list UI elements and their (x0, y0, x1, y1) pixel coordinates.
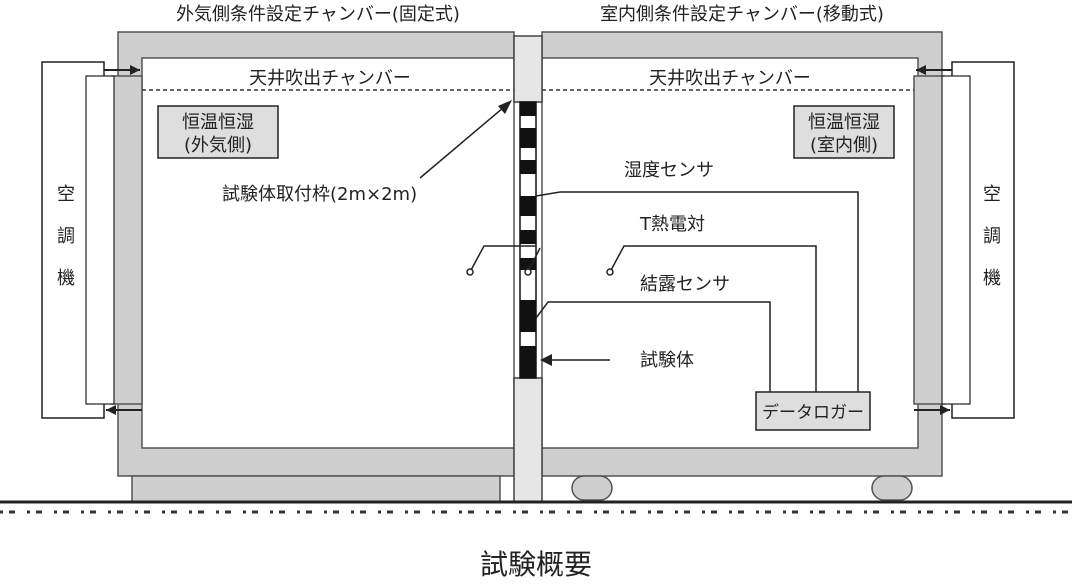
specimen-label: 試験体 (640, 350, 694, 371)
indoor-aircon-char-2: 調 (983, 226, 1001, 247)
indoor-aircon-char-1: 空 (983, 184, 1001, 205)
specimen-leader-arrowhead (540, 354, 552, 366)
frame-lower-post (513, 377, 543, 503)
outdoor-supply-arrowhead (130, 65, 140, 75)
outdoor-aircon-duct (111, 75, 143, 405)
thermocouple-point-outdoor (466, 268, 474, 276)
indoor-constant-box-line1: 恒温恒湿 (808, 112, 880, 133)
thermocouple-wire-indoor (609, 245, 817, 392)
thermocouple-point-specimen (524, 268, 532, 276)
outdoor-chamber-title: 外気側条件設定チャンバー(固定式) (176, 4, 460, 25)
outdoor-aircon-inner (85, 75, 115, 405)
diagram-title: 試験概要 (480, 548, 592, 581)
ground (0, 500, 1072, 514)
indoor-wheel-left (571, 475, 613, 501)
frame-upper-post (513, 35, 543, 103)
specimen-segments (520, 102, 536, 378)
outdoor-chamber-base (131, 475, 501, 503)
specimen-frame (513, 35, 543, 503)
humidity-sensor-wire (535, 191, 859, 392)
outdoor-constant-box-line1: 恒温恒湿 (182, 112, 254, 133)
indoor-ceiling-label: 天井吹出チャンバー (649, 68, 811, 89)
indoor-aircon-inner (941, 75, 971, 405)
data-logger-box (755, 391, 871, 431)
indoor-supply-arrowhead (916, 65, 926, 75)
outdoor-constant-box (157, 105, 279, 159)
outdoor-aircon-char-1: 空 (57, 184, 75, 205)
thermocouple-point-indoor (606, 268, 614, 276)
indoor-chamber (541, 31, 1015, 501)
outdoor-aircon-char-2: 調 (57, 226, 75, 247)
humidity-sensor-label: 湿度センサ (624, 160, 714, 181)
outdoor-constant-box-line2: (外気側) (184, 135, 252, 156)
frame-leader-line (419, 101, 511, 179)
frame-leader-arrowhead (498, 100, 512, 114)
thermocouple-wire-specimen (527, 247, 541, 273)
outdoor-chamber-wall (117, 31, 515, 477)
sensor-points (466, 268, 614, 276)
indoor-aircon-char-3: 機 (983, 268, 1001, 289)
indoor-chamber-wall (541, 31, 943, 477)
outdoor-aircon-char-3: 機 (57, 268, 75, 289)
thermocouple-wire-outdoor (469, 245, 536, 273)
sensor-wiring (419, 101, 859, 392)
outdoor-ceiling-label: 天井吹出チャンバー (249, 68, 411, 89)
data-logger-label: データロガー (762, 402, 864, 423)
indoor-wheel-right (871, 475, 913, 501)
outdoor-chamber (41, 31, 515, 503)
dew-sensor-wire (535, 301, 771, 392)
indoor-constant-box-line2: (室内側) (810, 135, 878, 156)
indoor-return-arrowhead (940, 405, 950, 415)
frame-label: 試験体取付枠(2m×2m) (222, 184, 417, 205)
thermocouple-label: T熱電対 (639, 214, 705, 235)
indoor-constant-box (793, 105, 895, 159)
indoor-chamber-title: 室内側条件設定チャンバー(移動式) (600, 4, 884, 25)
outdoor-return-arrowhead (106, 405, 116, 415)
indoor-aircon-duct (913, 75, 945, 405)
dew-sensor-label: 結露センサ (640, 274, 730, 295)
